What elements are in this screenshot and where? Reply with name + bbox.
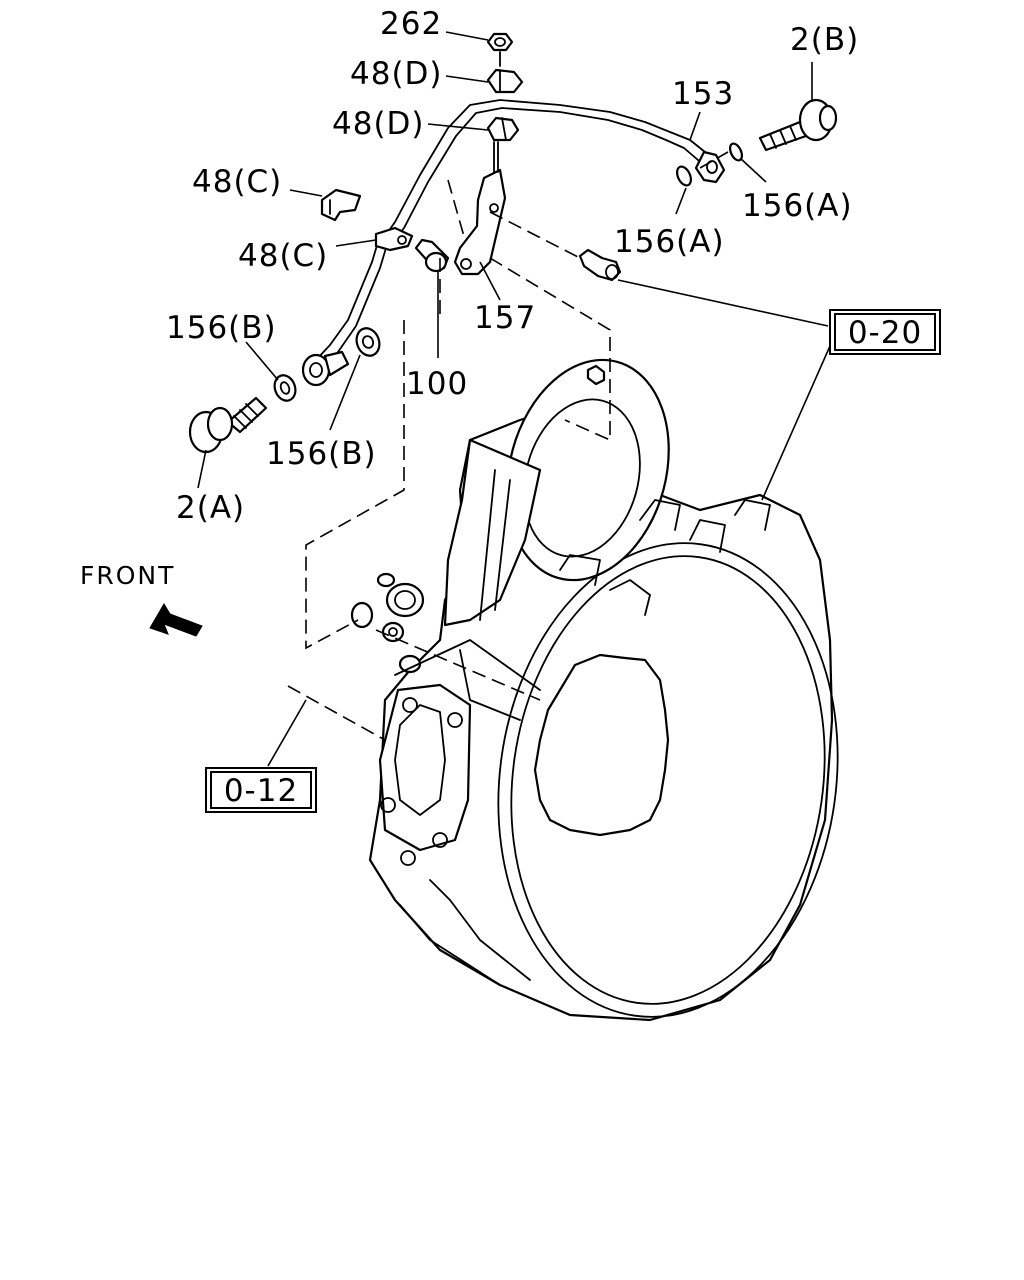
label-2b: 2(B) xyxy=(790,22,859,58)
eyebolt-2a xyxy=(188,396,268,454)
washer-156b-left xyxy=(273,374,297,402)
label-157: 157 xyxy=(474,300,536,336)
label-48c-mid: 48(C) xyxy=(238,238,328,274)
clip-48d-upper xyxy=(486,68,524,94)
housing-top-stud xyxy=(586,364,606,386)
label-156a-mid: 156(A) xyxy=(614,224,725,260)
label-2a: 2(A) xyxy=(176,490,245,526)
front-arrow-icon xyxy=(149,603,203,637)
label-48d-mid: 48(D) xyxy=(332,106,425,142)
clip-48c-upper xyxy=(320,188,362,222)
label-48c-top: 48(C) xyxy=(192,164,282,200)
label-262: 262 xyxy=(380,6,442,42)
washer-156a-upper xyxy=(728,142,744,162)
eyebolt-2b xyxy=(758,98,838,152)
nut-262 xyxy=(486,32,514,67)
ref-0-12-text: 0-12 xyxy=(224,773,298,809)
ref-box-0-12: 0-12 xyxy=(205,767,317,813)
ref-0-20-text: 0-20 xyxy=(848,315,922,351)
label-100: 100 xyxy=(406,366,468,402)
housing-oil-port xyxy=(350,572,425,643)
bracket-157 xyxy=(453,141,507,276)
assembly-lines xyxy=(287,151,729,741)
clip-48c-lower xyxy=(374,226,414,252)
bolt-0-20 xyxy=(578,248,622,282)
flywheel-housing xyxy=(368,358,839,1022)
clip-48d-lower xyxy=(486,116,520,142)
oil-pipe-153 xyxy=(301,99,726,387)
label-156b-low: 156(B) xyxy=(266,436,377,472)
label-48d-top: 48(D) xyxy=(350,56,443,92)
part-labels: 262 48(D) 48(D) 48(C) 48(C) 2(B) 153 156… xyxy=(80,6,859,590)
washer-156b-right xyxy=(355,327,381,357)
label-153: 153 xyxy=(672,76,734,112)
label-156b-top: 156(B) xyxy=(166,310,277,346)
label-156a-right: 156(A) xyxy=(742,188,853,224)
bolt-100 xyxy=(414,238,450,273)
leader-lines xyxy=(197,31,831,767)
washer-156a-lower xyxy=(676,165,692,187)
ref-box-0-20: 0-20 xyxy=(829,309,941,355)
label-front: FRONT xyxy=(80,561,175,590)
